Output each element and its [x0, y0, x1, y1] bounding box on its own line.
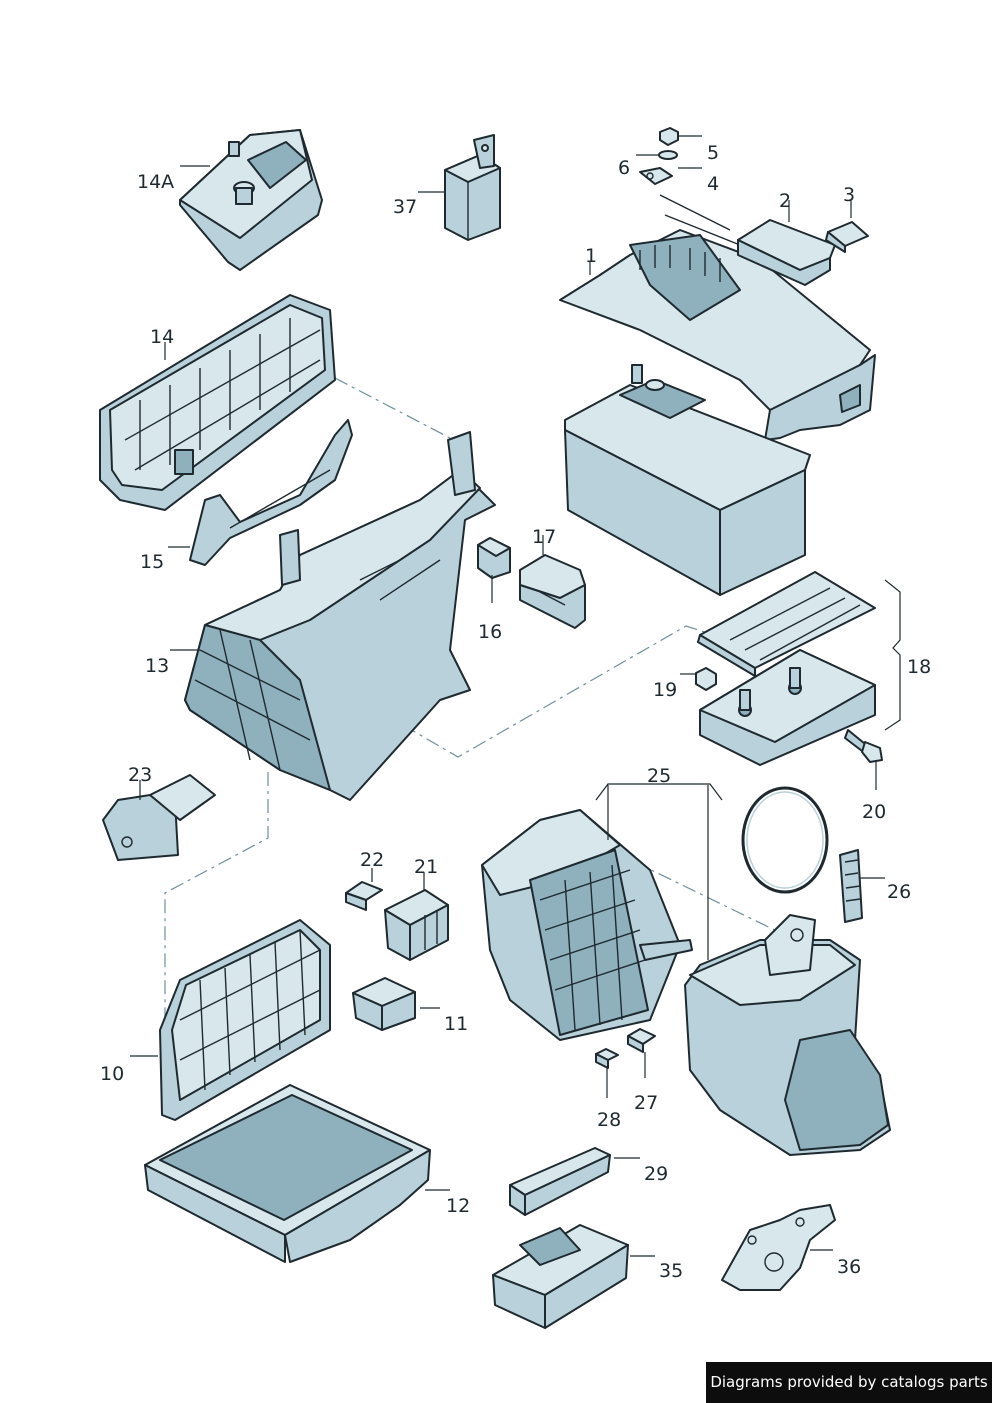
- part-labels: 14A 37 5 6 4 2 3 1 14 15 13 16 17 18 19 …: [100, 142, 931, 1282]
- part-27-fuse: [627, 1028, 656, 1053]
- part-4-ring-terminal: [639, 167, 673, 185]
- battery: [564, 364, 811, 596]
- label-21: 21: [414, 856, 438, 878]
- label-18: 18: [907, 656, 931, 678]
- label-16: 16: [478, 621, 502, 643]
- label-26: 26: [887, 881, 911, 903]
- part-23-holder: [102, 774, 216, 861]
- label-5: 5: [707, 142, 719, 164]
- label-13: 13: [145, 655, 169, 677]
- label-14a: 14A: [137, 171, 174, 193]
- label-28: 28: [597, 1109, 621, 1131]
- part-29-fuse-strip: [509, 1147, 611, 1216]
- part-13-carrier: [184, 431, 496, 801]
- group-bracket-25: [595, 783, 723, 801]
- part-21-relay: [384, 889, 449, 961]
- part-35-module: [492, 1224, 629, 1329]
- label-29: 29: [644, 1163, 668, 1185]
- label-23: 23: [128, 764, 152, 786]
- label-4: 4: [707, 173, 719, 195]
- part-5-nut: [659, 127, 679, 146]
- leader-lines: [130, 135, 885, 1257]
- part-1-cover: [559, 194, 876, 441]
- part-6-washer: [658, 150, 678, 160]
- part-2-fuse-strip: [737, 219, 836, 286]
- group-bracket-18: [884, 579, 901, 731]
- label-17: 17: [532, 526, 556, 548]
- label-1: 1: [585, 245, 597, 267]
- label-25: 25: [647, 765, 671, 787]
- label-12: 12: [446, 1195, 470, 1217]
- part-12-box: [144, 1084, 431, 1263]
- label-3: 3: [843, 184, 855, 206]
- label-15: 15: [140, 551, 164, 573]
- label-35: 35: [659, 1260, 683, 1282]
- label-36: 36: [837, 1256, 861, 1278]
- part-18-fuse-carrier: [697, 571, 876, 766]
- label-11: 11: [444, 1013, 468, 1035]
- part-16-clip: [477, 537, 511, 579]
- part-14-fuse-holder: [99, 294, 336, 511]
- part-26-cable: [741, 786, 863, 923]
- credit-banner: Diagrams provided by catalogs parts: [706, 1362, 992, 1403]
- part-11-relay: [352, 977, 416, 1031]
- part-25-fuse-box: [481, 809, 693, 1041]
- part-20-bolt: [844, 729, 883, 763]
- part-36-bracket: [721, 1204, 836, 1291]
- part-22-fuse: [345, 881, 383, 911]
- part-37-relay: [444, 134, 501, 241]
- fuse-box-cover: [684, 914, 891, 1156]
- label-37: 37: [393, 196, 417, 218]
- part-14a-cover: [179, 129, 323, 271]
- label-10: 10: [100, 1063, 124, 1085]
- part-15-bracket: [189, 419, 353, 566]
- label-2: 2: [779, 190, 791, 212]
- label-6: 6: [618, 157, 630, 179]
- label-14: 14: [150, 326, 174, 348]
- part-28-fuse: [595, 1048, 619, 1069]
- part-3-fuse: [825, 221, 869, 253]
- part-17-holder: [519, 554, 586, 629]
- label-20: 20: [862, 801, 886, 823]
- label-27: 27: [634, 1092, 658, 1114]
- label-19: 19: [653, 679, 677, 701]
- label-22: 22: [360, 849, 384, 871]
- part-10-fuse-holder: [159, 919, 331, 1121]
- part-19-nut: [695, 667, 717, 691]
